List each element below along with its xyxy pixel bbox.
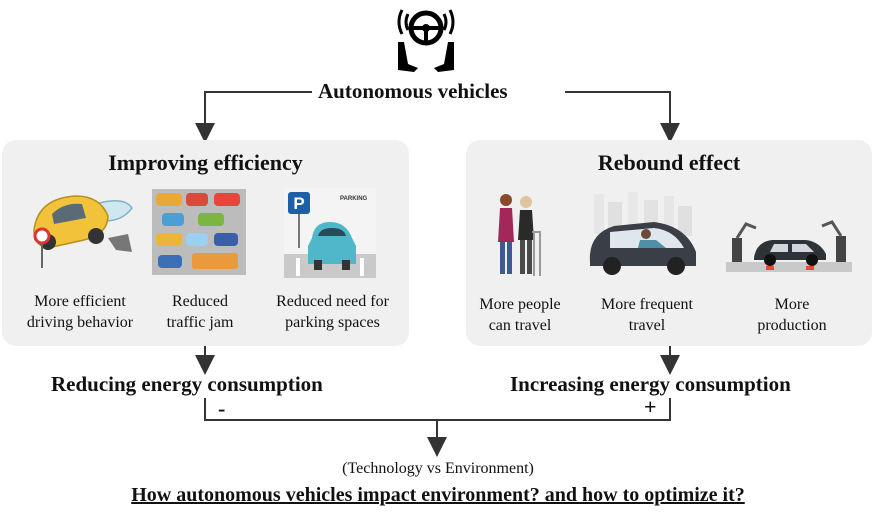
left-panel-title: Improving efficiency (108, 150, 303, 175)
footer-subtitle: (Technology vs Environment) (342, 460, 534, 477)
right-panel-title: Rebound effect (597, 150, 741, 175)
arrow-root-to-left (195, 91, 312, 143)
footer-question: How autonomous vehicles impact environme… (131, 484, 745, 506)
left-item-1-label: More efficient driving behavior (26, 293, 134, 331)
arrow-root-to-right (565, 91, 680, 143)
parking-sign-letter: P (293, 194, 304, 213)
right-outcome-label: Increasing energy consumption (510, 372, 791, 396)
steering-wheel-hands-icon (397, 9, 455, 72)
right-item-1-label: More people can travel (479, 296, 561, 334)
right-item-2-label: More frequent travel (601, 296, 693, 334)
parking-lot-cars-icon (152, 189, 246, 275)
plus-sign: + (644, 394, 657, 419)
left-item-3-label: Reduced need for parking spaces (276, 293, 389, 331)
root-label: Autonomous vehicles (318, 79, 508, 103)
car-factory-icon (726, 220, 852, 272)
parking-sign-text: PARKING (340, 196, 368, 202)
minus-sign: - (218, 396, 226, 421)
elderly-people-icon (498, 194, 541, 276)
left-item-2-label: Reduced traffic jam (166, 293, 234, 331)
right-item-3-label: More production (757, 296, 827, 334)
left-outcome-label: Reducing energy consumption (51, 372, 323, 396)
parked-car-icon: P PARKING (284, 188, 376, 278)
self-driving-car-icon (589, 192, 696, 275)
flying-car-icon (33, 195, 133, 268)
bracket-line (204, 398, 671, 421)
